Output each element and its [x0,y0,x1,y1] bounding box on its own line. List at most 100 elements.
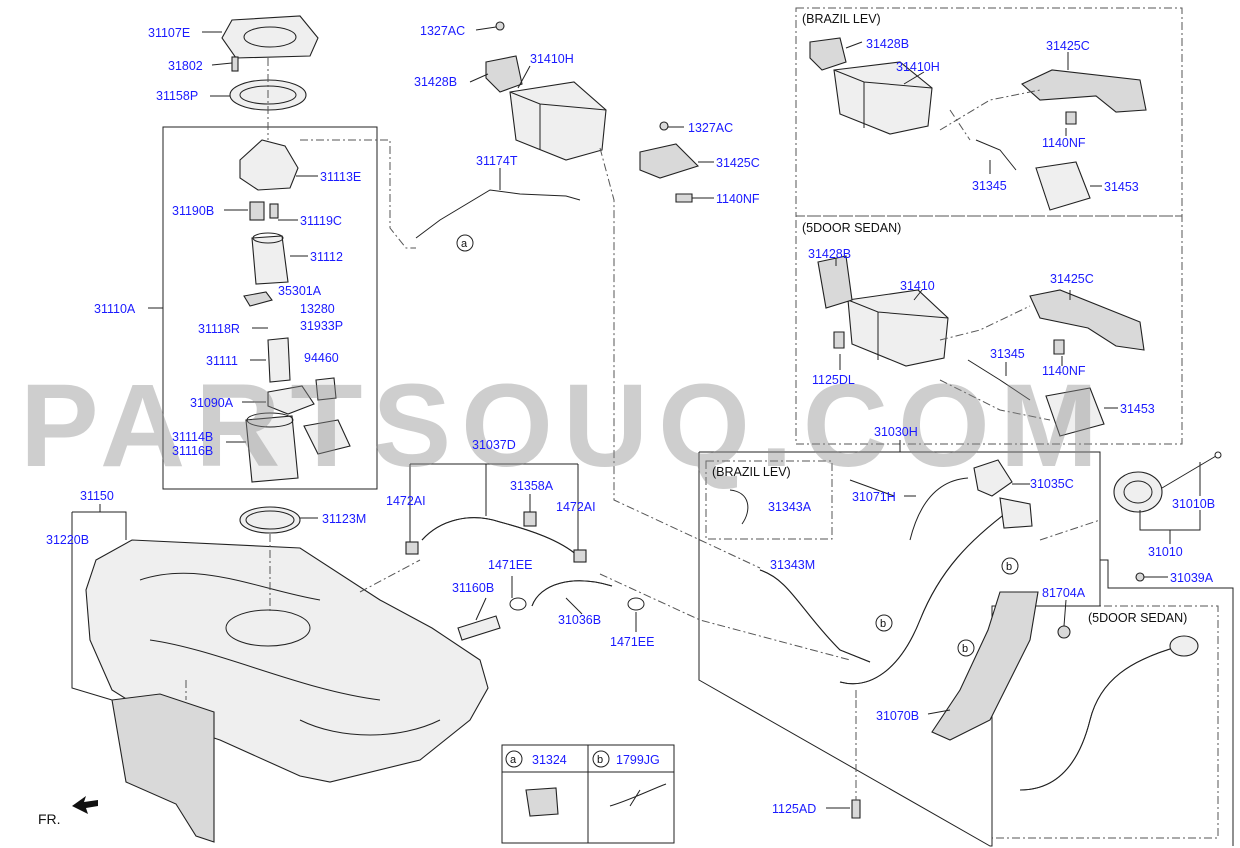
label-1472AI-left[interactable]: 1472AI [386,494,426,508]
hose-31345-sedan[interactable] [967,359,1031,401]
bracket-31428B-top[interactable] [485,55,523,93]
label-1471EE-top[interactable]: 1471EE [488,558,532,572]
label-1472AI-right[interactable]: 1472AI [556,500,596,514]
label-1125AD[interactable]: 1125AD [772,802,816,816]
label-31453-brazil[interactable]: 31453 [1104,180,1139,194]
sender-94460[interactable] [315,377,337,401]
label-31111[interactable]: 31111 [206,354,238,368]
bracket-31425C-sedan[interactable] [1029,289,1145,351]
label-31158P[interactable]: 31158P [156,89,198,103]
hose-31036B[interactable] [531,580,613,607]
hose-31343A[interactable] [729,489,749,525]
label-31324[interactable]: 31324 [532,753,567,767]
label-31150[interactable]: 31150 [80,489,114,503]
label-1327AC-mid[interactable]: 1327AC [688,121,733,135]
canister-31410H[interactable] [509,81,607,161]
bolt-1125AD[interactable] [851,799,861,819]
label-31123M[interactable]: 31123M [322,512,366,526]
label-31410H-brazil[interactable]: 31410H [896,60,940,74]
reservoir-31114B[interactable] [245,415,299,483]
svg-text:a: a [461,238,468,250]
label-1327AC-top[interactable]: 1327AC [420,24,465,38]
part-81704A[interactable] [1057,625,1071,639]
label-31118R[interactable]: 31118R [198,322,240,336]
callouts: a b b b a b [456,234,1019,768]
fuel-pump-cover-31107E[interactable] [221,15,319,59]
label-31428B-top[interactable]: 31428B [414,75,457,89]
seal-ring-31123M[interactable] [239,506,301,534]
label-31036B[interactable]: 31036B [558,613,601,627]
bracket-31090A[interactable] [267,385,315,415]
filter-31453-sedan[interactable] [1045,387,1105,437]
pump-motor-31111[interactable] [267,337,291,383]
label-94460[interactable]: 94460 [304,351,339,365]
fuel-cap-31010[interactable] [1113,471,1163,513]
label-31071H[interactable]: 31071H [852,490,896,504]
label-31343M[interactable]: 31343M [770,558,815,572]
label-35301A[interactable]: 35301A [278,284,322,298]
protector-31070B[interactable] [931,591,1039,741]
filter-31112[interactable] [251,235,289,285]
label-31425C-sedan[interactable]: 31425C [1050,272,1094,286]
label-1140NF-sedan[interactable]: 1140NF [1042,364,1086,378]
filler-neck-sedan[interactable] [1019,645,1181,791]
label-31116B[interactable]: 31116B [172,444,213,458]
label-31190B[interactable]: 31190B [172,204,214,218]
label-31345-brazil[interactable]: 31345 [972,179,1007,193]
filler-neck-frame [698,451,1101,847]
label-31010[interactable]: 31010 [1148,545,1183,559]
label-31428B-brazil[interactable]: 31428B [866,37,909,51]
label-31070B[interactable]: 31070B [876,709,919,723]
label-1140NF-top[interactable]: 1140NF [716,192,760,206]
label-31358A[interactable]: 31358A [510,479,554,493]
bracket-31160B[interactable] [457,615,501,641]
svg-text:b: b [597,754,603,766]
label-1140NF-brazil[interactable]: 1140NF [1042,136,1086,150]
label-31030H[interactable]: 31030H [874,425,918,439]
label-31410H-top[interactable]: 31410H [530,52,574,66]
hose-31071H[interactable] [909,477,969,541]
label-31802[interactable]: 31802 [168,59,203,73]
label-31425C-top[interactable]: 31425C [716,156,760,170]
front-direction-arrow-icon [72,796,98,814]
label-31343A[interactable]: 31343A [768,500,812,514]
label-31410[interactable]: 31410 [900,279,935,293]
heat-shield-31220B[interactable] [111,693,215,843]
vapor-hose-31174T[interactable] [415,189,581,239]
label-31112[interactable]: 31112 [310,250,343,264]
label-13280[interactable]: 13280 [300,302,335,316]
label-31220B[interactable]: 31220B [46,533,89,547]
label-1799JG[interactable]: 1799JG [616,753,660,767]
label-31090A[interactable]: 31090A [190,396,234,410]
pump-flange-31113E[interactable] [239,139,299,191]
box-title-5door-sedan-bottom: (5DOOR SEDAN) [1088,611,1187,625]
part-31035C[interactable] [973,459,1013,497]
bracket-31425C-top[interactable] [639,143,700,179]
label-31110A[interactable]: 31110A [94,302,136,316]
label-31119C[interactable]: 31119C [300,214,342,228]
label-1125DL[interactable]: 1125DL [812,373,855,387]
label-31428B-sedan[interactable]: 31428B [808,247,851,261]
label-31345-sedan[interactable]: 31345 [990,347,1025,361]
filter-31453-brazil[interactable] [1035,161,1091,211]
label-31425C-brazil[interactable]: 31425C [1046,39,1090,53]
label-31010B[interactable]: 31010B [1172,497,1215,511]
canister-31410-sedan[interactable] [847,289,949,367]
hose-31343M[interactable] [759,569,871,663]
bracket-31425C-brazil[interactable] [1021,69,1147,113]
label-31035C[interactable]: 31035C [1030,477,1074,491]
hose-31345-brazil[interactable] [975,139,1017,171]
part-labels: 31107E 31802 31158P 1327AC 31428B 31410H… [46,24,1215,816]
label-31160B[interactable]: 31160B [452,581,494,595]
label-31113E[interactable]: 31113E [320,170,361,184]
label-31039A[interactable]: 31039A [1170,571,1214,585]
label-31174T[interactable]: 31174T [476,154,518,168]
label-31114B[interactable]: 31114B [172,430,213,444]
label-31933P[interactable]: 31933P [300,319,343,333]
label-31107E[interactable]: 31107E [148,26,190,40]
tether-31010B[interactable] [1161,455,1217,489]
label-1471EE-bottom[interactable]: 1471EE [610,635,654,649]
label-31453-sedan[interactable]: 31453 [1120,402,1155,416]
label-81704A[interactable]: 81704A [1042,586,1086,600]
label-31037D[interactable]: 31037D [472,438,516,452]
